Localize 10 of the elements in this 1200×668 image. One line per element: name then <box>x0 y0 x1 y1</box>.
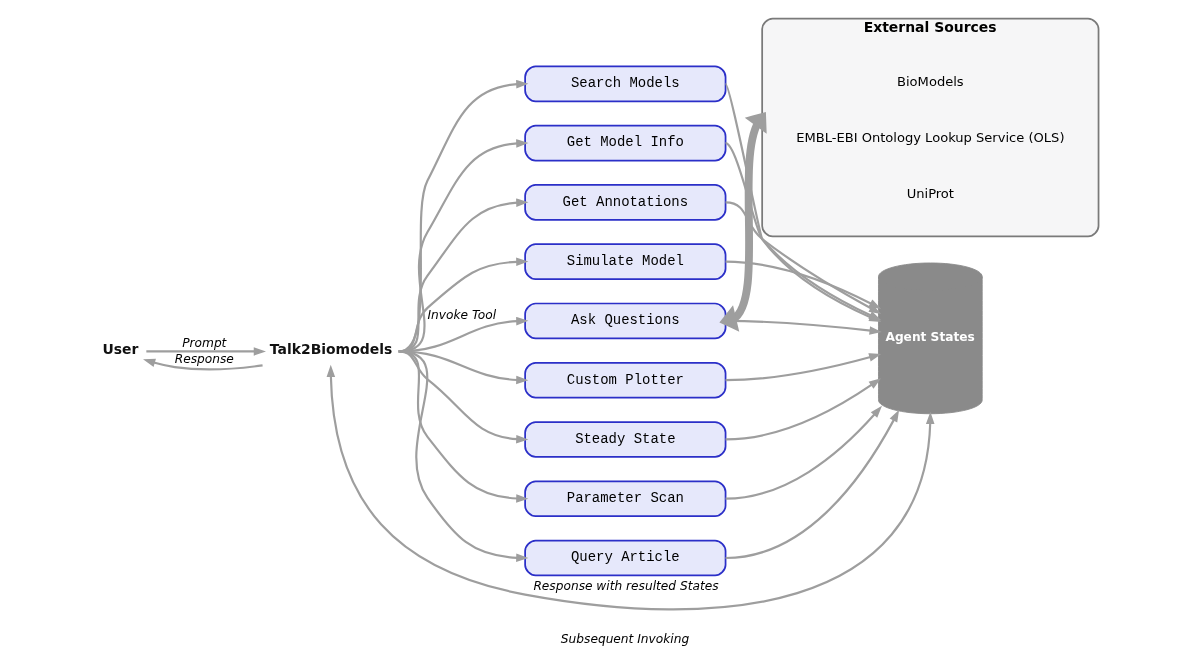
label: Subsequent Invoking <box>560 632 689 647</box>
node-text: UniProt <box>906 185 954 201</box>
node-text: Talk2Biomodels <box>269 340 392 357</box>
node-text: EMBL-EBI Ontology Lookup Service (OLS) <box>795 129 1065 145</box>
node-text: BioModels <box>896 74 964 90</box>
node-text: User <box>101 340 138 357</box>
edge-label: Prompt <box>181 336 226 351</box>
edge-label: Invoke Tool <box>427 308 496 323</box>
edge-label: Response <box>174 351 234 366</box>
edge-label: Response with resulted States <box>532 579 719 594</box>
